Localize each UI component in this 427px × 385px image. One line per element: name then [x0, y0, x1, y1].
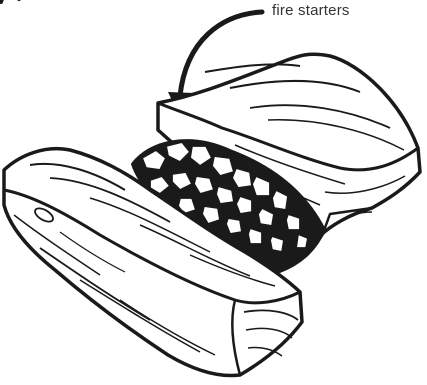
- log-and-fire-starters-illustration: [0, 0, 427, 385]
